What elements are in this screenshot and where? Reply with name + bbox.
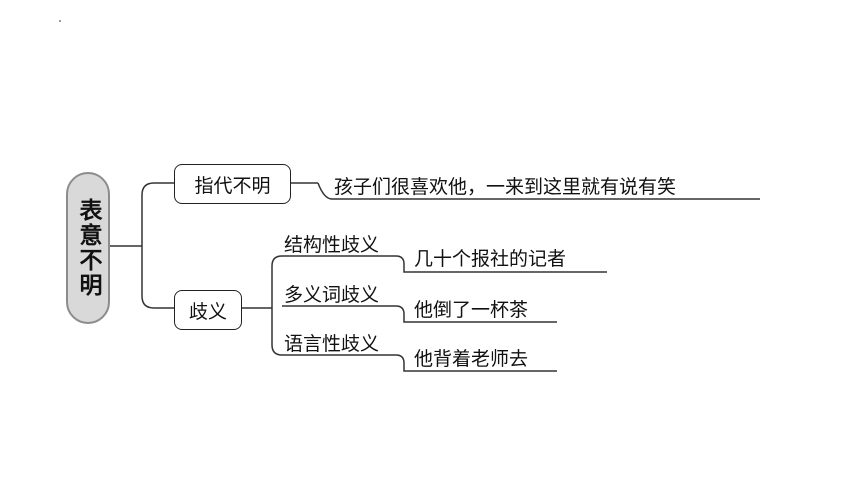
example3-underline [395,305,557,323]
example-text: 他背着老师去 [414,348,529,370]
example4-underline [395,354,557,372]
sub-label-structural: 结构性歧义 [284,234,380,256]
example-text: 孩子们很喜欢他，一来到这里就有说有笑 [334,176,677,198]
trunk-connector [141,182,174,309]
example-text: 他倒了一杯茶 [414,299,529,321]
root-label: 表意不明 [75,198,101,298]
sub-label-linguistic: 语言性歧义 [284,333,380,355]
example2-underline [395,255,607,273]
subtree-connector [271,255,283,356]
branch-label: 歧义 [188,300,227,323]
example-text: 几十个报社的记者 [414,248,567,270]
branch-node-ambiguity: 歧义 [174,290,242,330]
branch-node-reference: 指代不明 [174,164,291,204]
branch-label: 指代不明 [194,174,271,197]
stray-dot [59,20,61,22]
root-node: 表意不明 [66,172,110,324]
sub-label-polysemy: 多义词歧义 [284,284,380,306]
example1-underline [317,182,760,200]
